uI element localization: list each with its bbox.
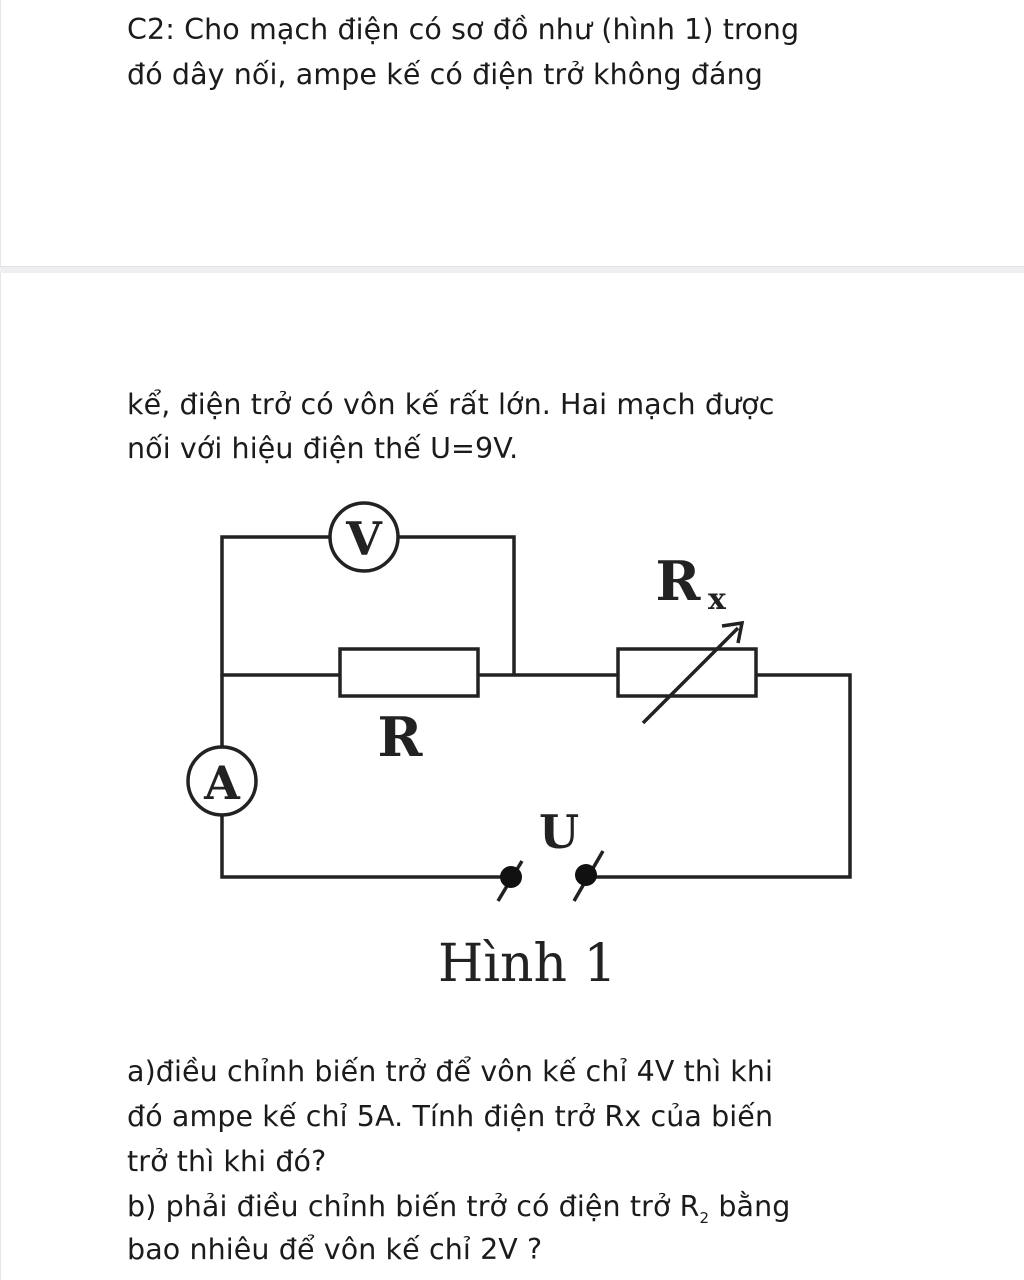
voltmeter-circle [328,501,400,573]
rheostat-label-sub: x [708,582,727,617]
voltmeter-symbol: V [345,512,383,566]
ammeter-circle [186,745,258,817]
rheostat-right-wire [590,673,852,879]
rheostat-arrow-head [721,620,745,644]
intro-line-4: nối với hiệu điện thế U=9V. [127,432,519,465]
ammeter-bottom-wire [220,815,512,879]
part-b-subscript: 2 [699,1209,710,1227]
terminal-right-dot [575,864,597,886]
part-b-line-1-text: b) phải điều chỉnh biến trở có điện trở … [127,1190,700,1223]
ammeter-symbol: A [203,756,241,810]
resistor-label: R [378,705,424,769]
voltmeter-right-wire [398,535,516,675]
part-a-line-3: trở thì khi đó? [127,1145,327,1178]
circuit-diagram: V A R R x U [186,501,852,902]
rheostat-label-main: R [656,549,702,613]
part-b-line-1-end: bằng [709,1190,791,1223]
intro-line-2: đó dây nối, ampe kế có điện trở không đá… [127,58,763,91]
part-a-line-1: a)điều chỉnh biến trở để vôn kế chỉ 4V t… [127,1055,774,1088]
figure-caption: Hình 1 [438,934,617,994]
terminal-left-dot [500,866,522,888]
part-a-line-2: đó ampe kế chỉ 5A. Tính điện trở Rx của … [127,1100,774,1133]
source-label: U [539,805,579,859]
circuit-figure: V A R R x U Hình 1 [128,473,858,1038]
resistor-r [338,647,480,698]
question-card-top [0,0,1024,266]
rheostat-rx [616,647,758,698]
voltmeter-left-wire [220,535,330,676]
intro-line-3: kể, điện trở có vôn kế rất lớn. Hai mạch… [127,388,775,421]
rheostat-arrow-line [641,626,740,725]
part-b-line-1: b) phải điều chỉnh biến trở có điện trở … [127,1185,790,1233]
part-b-line-2: bao nhiêu để vôn kế chỉ 2V ? [127,1233,543,1266]
intro-line-1: C2: Cho mạch điện có sơ đồ như (hình 1) … [127,13,800,46]
